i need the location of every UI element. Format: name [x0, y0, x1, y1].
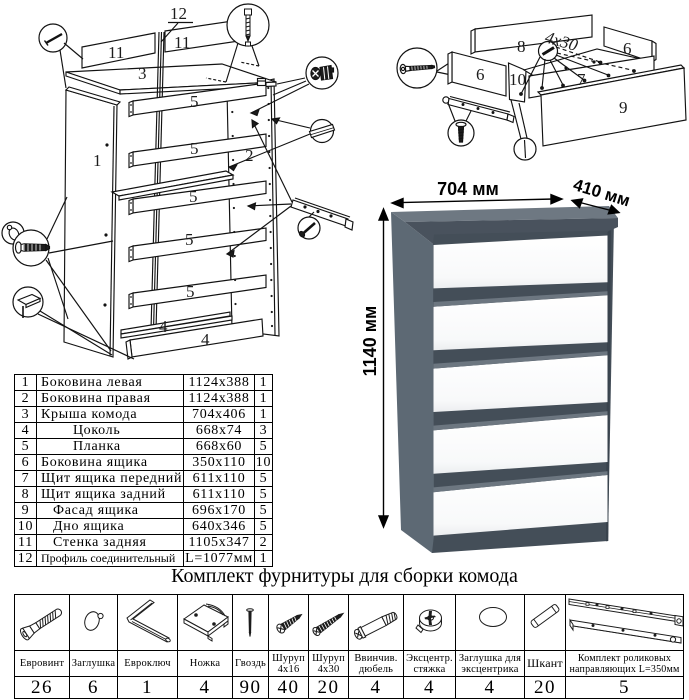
- svg-text:5: 5: [190, 92, 199, 111]
- svg-text:8: 8: [517, 37, 526, 56]
- svg-text:3: 3: [138, 64, 147, 83]
- svg-text:5: 5: [186, 282, 195, 301]
- svg-text:6: 6: [476, 65, 485, 84]
- svg-text:10: 10: [509, 70, 526, 89]
- svg-text:5: 5: [185, 230, 194, 249]
- svg-text:6: 6: [623, 39, 632, 58]
- svg-text:1: 1: [93, 151, 102, 170]
- svg-text:11: 11: [108, 43, 124, 62]
- svg-text:12: 12: [170, 4, 187, 23]
- svg-text:9: 9: [619, 98, 628, 117]
- svg-text:4: 4: [201, 330, 210, 349]
- svg-text:4: 4: [159, 317, 168, 336]
- svg-text:5: 5: [190, 139, 199, 158]
- svg-text:11: 11: [174, 33, 190, 52]
- svg-text:704 мм: 704 мм: [437, 179, 499, 199]
- svg-text:2: 2: [245, 146, 254, 165]
- svg-text:5: 5: [189, 187, 198, 206]
- svg-text:7: 7: [577, 70, 586, 89]
- svg-text:1140 мм: 1140 мм: [360, 306, 380, 377]
